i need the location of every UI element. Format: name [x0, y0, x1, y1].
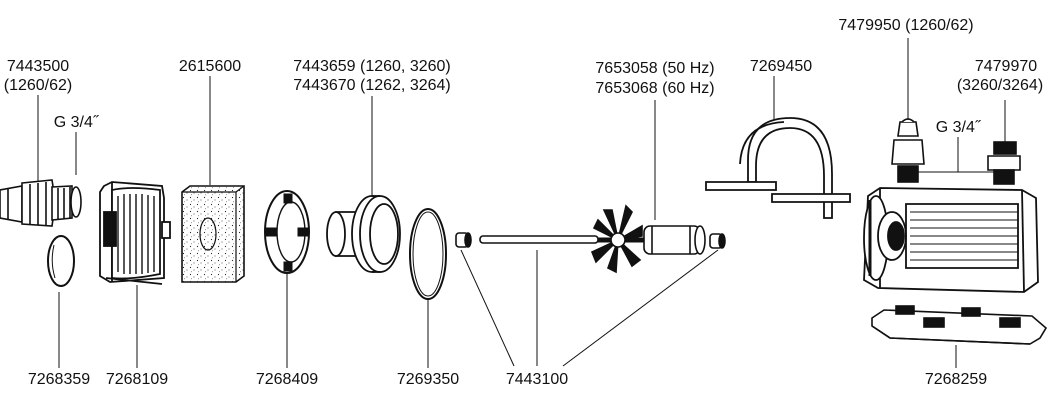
base-plate-part	[871, 305, 1048, 345]
o-ring-part	[409, 208, 447, 300]
label-thread-right: G 3/4˝	[935, 119, 981, 136]
label-hose-connector-2: (1260/62)	[3, 77, 73, 94]
label-hose-connector-1: 7443500	[6, 58, 70, 75]
hose-nozzle-part	[891, 118, 925, 183]
label-prefilter: 7268109	[105, 371, 169, 388]
leader-lines	[37, 38, 1006, 368]
pump-motor-part	[863, 187, 1039, 293]
label-thread-left: G 3/4˝	[53, 114, 99, 131]
label-filter-housing: 2615600	[178, 58, 242, 75]
label-hose-nozzle: 7479950 (1260/62)	[838, 17, 974, 34]
impeller-part	[590, 204, 706, 274]
label-impeller-cover-2: 7443670 (1262, 3264)	[293, 77, 451, 94]
impeller-cover-part	[326, 195, 401, 273]
label-threaded-nipple-2: (3260/3264)	[956, 77, 1044, 94]
label-bayonet-ring: 7268409	[255, 371, 319, 388]
threaded-nipple-part	[987, 141, 1021, 185]
cap-part	[47, 235, 75, 287]
label-impeller-cover-1: 7443659 (1260, 3260)	[293, 58, 451, 75]
label-cap: 7268359	[27, 371, 91, 388]
hose-connector-part	[0, 179, 82, 227]
label-impeller-2: 7653068 (60 Hz)	[595, 80, 715, 97]
clamp-part	[705, 117, 851, 219]
label-impeller-1: 7653058 (50 Hz)	[595, 60, 715, 77]
prefilter-part	[99, 181, 171, 285]
label-o-ring: 7269350	[396, 371, 460, 388]
foam-filter-part	[181, 185, 245, 283]
label-base-plate: 7268259	[924, 371, 988, 388]
bayonet-ring-part	[264, 190, 310, 274]
label-clamp: 7269450	[749, 58, 813, 75]
label-bearing-set: 7443100	[505, 371, 569, 388]
label-threaded-nipple-1: 7479970	[974, 58, 1038, 75]
